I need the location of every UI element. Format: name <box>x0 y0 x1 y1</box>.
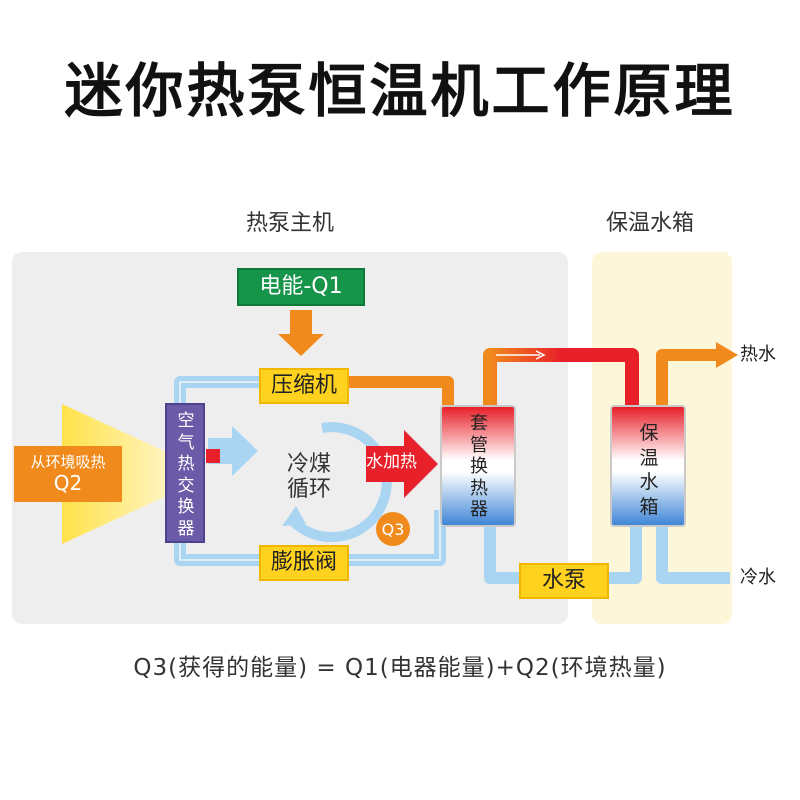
expansion-valve-label: 膨胀阀 <box>259 545 349 581</box>
hot-water-arrow <box>716 342 738 368</box>
tank-box-char: 箱 <box>639 496 659 519</box>
electric-energy-label: 电能-Q1 <box>237 268 365 306</box>
tank-heat-box: 保 温 水 箱 <box>610 405 686 527</box>
q3-badge: Q3 <box>376 512 410 546</box>
hot-water-label: 热水 <box>740 344 776 365</box>
water-heating-arrow <box>366 430 438 498</box>
tube-exchanger-char: 换 <box>470 456 488 478</box>
compressor-label: 压缩机 <box>259 368 349 404</box>
page-title: 迷你热泵恒温机工作原理 <box>64 57 736 125</box>
refrigerant-cycle-line: 冷煤 <box>286 452 331 477</box>
tube-heat-exchanger: 套 管 换 热 器 <box>440 405 516 527</box>
tank-box-char: 保 <box>639 422 659 444</box>
refrigerant-hot-pipe <box>344 376 454 410</box>
tank-box-char: 温 <box>639 446 659 469</box>
tube-exchanger-char: 套 <box>470 413 488 434</box>
air-exchanger-char: 气 <box>177 432 195 453</box>
evaporator-flow-arrow <box>208 426 258 476</box>
tube-exchanger-char: 器 <box>470 499 488 521</box>
water-hot-pipe <box>483 348 639 410</box>
tube-exchanger-char: 管 <box>470 434 488 456</box>
air-exchanger-char: 器 <box>177 518 195 539</box>
water-pump-label: 水泵 <box>519 563 609 599</box>
ambient-q2-label: Q2 <box>53 471 83 495</box>
tube-exchanger-char: 热 <box>470 477 488 499</box>
ambient-heat-box: 从环境吸热 Q2 <box>14 446 122 502</box>
refrigerant-cycle-label: 冷煤 循环 <box>271 452 347 503</box>
air-exchanger-char: 热 <box>177 454 195 475</box>
hot-water-out-pipe <box>656 349 718 410</box>
energy-arrow <box>278 310 324 356</box>
host-section-label: 热泵主机 <box>246 211 335 236</box>
cycle-arrow <box>286 422 392 543</box>
water-heating-label: 水加热 <box>366 452 417 472</box>
tank-box-char: 水 <box>639 471 659 494</box>
ambient-heat-label: 从环境吸热 <box>30 453 106 471</box>
cold-water-in-pipe <box>656 527 730 584</box>
refrigerant-cycle-line: 循环 <box>286 477 331 503</box>
air-exchanger-char: 换 <box>177 497 195 518</box>
cold-water-label: 冷水 <box>740 567 776 588</box>
air-exchanger-char: 交 <box>177 475 195 496</box>
air-heat-exchanger: 空 气 热 交 换 器 <box>165 403 205 543</box>
air-exchanger-char: 空 <box>177 411 195 431</box>
energy-equation: Q3(获得的能量) = Q1(电器能量)+Q2(环境热量) <box>133 655 667 681</box>
tank-section-label: 保温水箱 <box>606 211 695 236</box>
